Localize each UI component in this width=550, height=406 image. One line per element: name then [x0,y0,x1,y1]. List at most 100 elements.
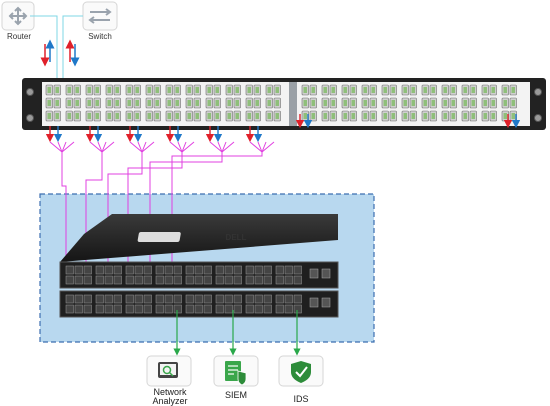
switch-port[interactable] [74,294,83,304]
switch-port[interactable] [293,265,302,275]
dell-switch-top[interactable]: DELL [59,214,339,289]
mgmt-port[interactable] [309,297,319,308]
switch-port[interactable] [173,304,182,314]
switch-port[interactable] [203,304,212,314]
switch-port[interactable] [245,275,254,285]
switch-port[interactable] [143,275,152,285]
switch-port[interactable] [83,265,92,275]
switch-port[interactable] [143,294,152,304]
switch-port[interactable] [113,294,122,304]
switch-port[interactable] [215,275,224,285]
switch-port[interactable] [95,294,104,304]
switch-port[interactable] [203,265,212,275]
switch-port[interactable] [215,265,224,275]
switch-port[interactable] [155,304,164,314]
dell-switch-bottom[interactable] [59,290,339,318]
tap-panel[interactable] [22,78,546,130]
switch-port[interactable] [245,265,254,275]
switch-port[interactable] [104,275,113,285]
switch-port[interactable] [194,294,203,304]
switch-port[interactable] [293,275,302,285]
switch-port[interactable] [275,304,284,314]
switch-port[interactable] [104,265,113,275]
switch-port[interactable] [83,304,92,314]
switch-port[interactable] [164,265,173,275]
switch-port[interactable] [74,304,83,314]
switch-port[interactable] [284,294,293,304]
switch-port[interactable] [164,294,173,304]
switch-port[interactable] [125,294,134,304]
switch-port[interactable] [254,294,263,304]
switch-port[interactable] [155,294,164,304]
switch-port[interactable] [263,294,272,304]
switch-port[interactable] [125,275,134,285]
console-port[interactable] [321,297,331,308]
switch-port[interactable] [215,304,224,314]
switch-port[interactable] [185,265,194,275]
switch-port[interactable] [125,304,134,314]
switch-port[interactable] [215,294,224,304]
switch-port[interactable] [275,275,284,285]
console-port[interactable] [321,268,331,279]
network-analyzer-tool[interactable]: Network Analyzer [146,355,192,406]
switch-port[interactable] [104,304,113,314]
switch-port[interactable] [254,304,263,314]
switch-port[interactable] [194,304,203,314]
switch-port[interactable] [95,275,104,285]
switch-port[interactable] [143,304,152,314]
switch-port[interactable] [173,294,182,304]
switch-device[interactable]: Switch [82,1,118,41]
switch-port[interactable] [134,265,143,275]
switch-port[interactable] [185,304,194,314]
switch-port[interactable] [194,265,203,275]
router-device[interactable]: Router [1,1,35,41]
switch-port[interactable] [113,304,122,314]
switch-port[interactable] [74,275,83,285]
switch-port[interactable] [155,265,164,275]
switch-port[interactable] [275,265,284,275]
switch-port[interactable] [83,275,92,285]
switch-port[interactable] [95,304,104,314]
switch-port[interactable] [233,294,242,304]
switch-port[interactable] [233,275,242,285]
ids-tool[interactable]: IDS [278,355,324,404]
switch-port[interactable] [134,275,143,285]
switch-port[interactable] [245,294,254,304]
switch-port[interactable] [134,304,143,314]
switch-port[interactable] [185,294,194,304]
switch-port[interactable] [284,265,293,275]
switch-port[interactable] [155,275,164,285]
switch-port[interactable] [65,265,74,275]
switch-port[interactable] [293,304,302,314]
switch-port[interactable] [224,265,233,275]
switch-port[interactable] [245,304,254,314]
switch-port[interactable] [203,275,212,285]
switch-port[interactable] [263,265,272,275]
mgmt-port[interactable] [309,268,319,279]
switch-port[interactable] [185,275,194,285]
switch-port[interactable] [164,275,173,285]
switch-port[interactable] [254,275,263,285]
switch-port[interactable] [233,304,242,314]
switch-port[interactable] [293,294,302,304]
switch-port[interactable] [95,265,104,275]
switch-port[interactable] [263,275,272,285]
switch-port[interactable] [164,304,173,314]
switch-port[interactable] [143,265,152,275]
switch-port[interactable] [65,304,74,314]
siem-tool[interactable]: SIEM [213,355,259,400]
switch-port[interactable] [113,265,122,275]
switch-port[interactable] [284,275,293,285]
switch-port[interactable] [275,294,284,304]
switch-port[interactable] [194,275,203,285]
switch-port[interactable] [284,304,293,314]
switch-port[interactable] [203,294,212,304]
switch-port[interactable] [224,304,233,314]
switch-port[interactable] [173,265,182,275]
switch-port[interactable] [263,304,272,314]
switch-port[interactable] [65,294,74,304]
switch-port[interactable] [254,265,263,275]
switch-port[interactable] [173,275,182,285]
switch-port[interactable] [113,275,122,285]
switch-port[interactable] [224,275,233,285]
